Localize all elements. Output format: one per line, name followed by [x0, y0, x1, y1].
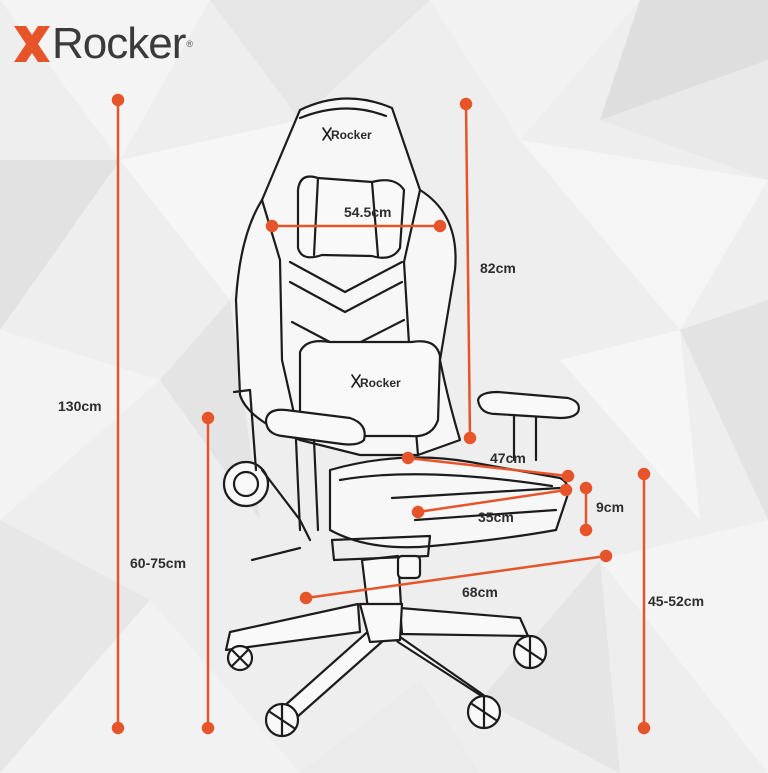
base-hub [358, 602, 404, 644]
dim-backrest-height [459, 97, 477, 445]
dim-backrest-width [265, 219, 447, 233]
registered-mark: ® [186, 39, 194, 49]
label-seat-width: 35cm [478, 509, 514, 525]
height-knob [396, 554, 422, 580]
dim-seat-height [637, 467, 651, 735]
recline-knob [222, 460, 270, 508]
armrest-right-post [512, 414, 538, 462]
lumbar-logo-mark [351, 374, 361, 388]
seat-inner-line [338, 473, 554, 488]
brand-x-icon [14, 26, 50, 62]
caster-wheel [226, 634, 548, 738]
back-chevron-1 [288, 260, 404, 294]
dim-armrest-height [201, 411, 215, 735]
label-base-diameter: 68cm [462, 584, 498, 600]
armrest-left-post [294, 438, 320, 532]
dim-base-diameter [299, 549, 613, 605]
headrest-strap-right [370, 180, 380, 258]
label-armrest-height: 60-75cm [130, 555, 187, 571]
label-seat-thickness: 9cm [596, 499, 625, 515]
dim-seat-thickness [579, 481, 593, 537]
seat-stripe [390, 486, 562, 500]
backrest-top-inner [298, 107, 388, 120]
label-seat-depth: 47cm [490, 450, 526, 466]
brand-name: Rocker [52, 19, 186, 68]
headrest-logo: Rocker [331, 128, 372, 142]
label-backrest-height: 82cm [480, 260, 516, 276]
label-total-height: 130cm [58, 398, 102, 414]
dim-seat-width [411, 483, 573, 519]
brand-logo: Rocker ® [10, 16, 193, 72]
armrest-right-pad [476, 390, 580, 420]
headrest-logo-mark [322, 127, 332, 141]
dim-seat-depth [401, 451, 575, 483]
headrest-strap-left [312, 176, 320, 257]
dim-total-height [111, 93, 125, 735]
seat-mechanism [330, 534, 432, 562]
lumbar-logo: Rocker [360, 376, 401, 390]
label-backrest-width: 54.5cm [344, 204, 392, 220]
back-chevron-2 [288, 280, 404, 314]
label-seat-height: 45-52cm [648, 593, 705, 609]
base-leg-1 [224, 602, 362, 652]
recline-bracket [232, 388, 312, 542]
seat-front-edge [413, 508, 558, 522]
side-lever [250, 546, 302, 562]
armrest-left-pad [264, 408, 366, 446]
